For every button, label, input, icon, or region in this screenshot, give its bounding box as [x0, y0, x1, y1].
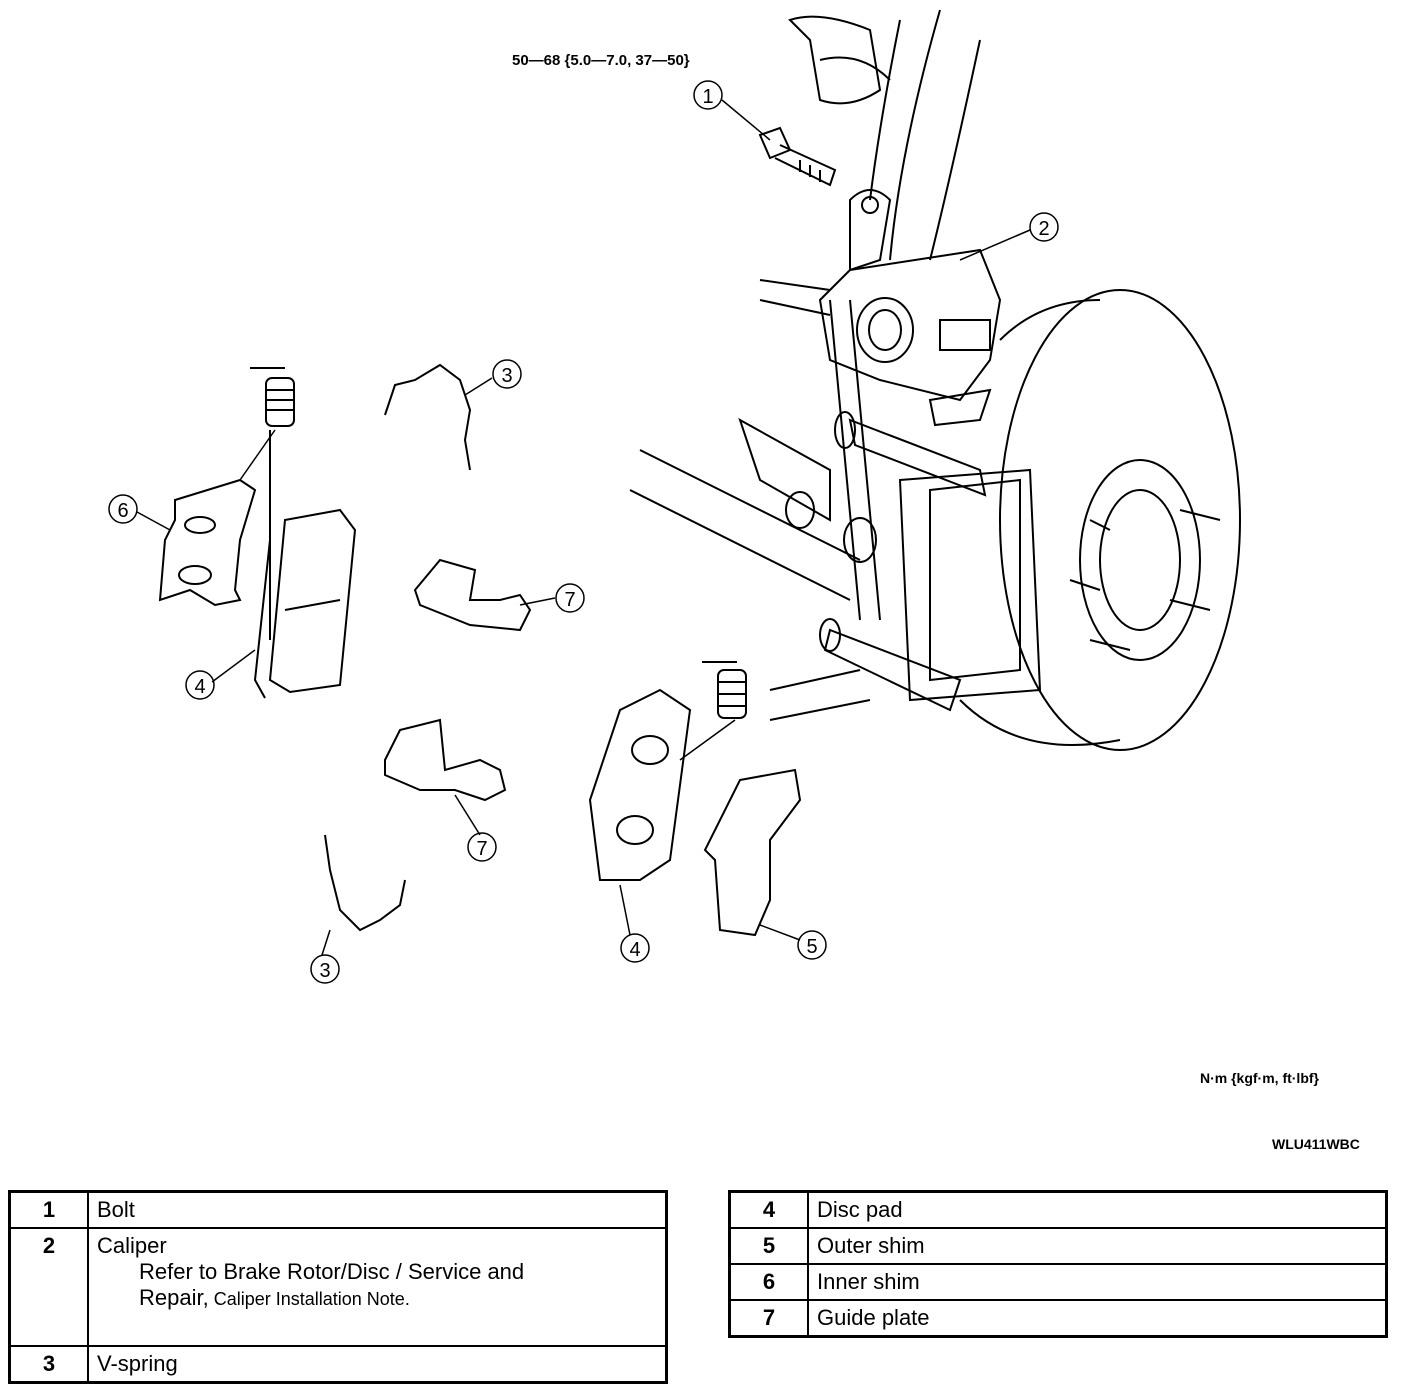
- torque-spec-label: 50—68 {5.0—7.0, 37—50}: [512, 52, 690, 69]
- legend-number: 5: [728, 1227, 809, 1265]
- legend-caliper-cell: Caliper Refer to Brake Rotor/Disc / Serv…: [87, 1227, 668, 1347]
- legend-row: 3 V-spring: [8, 1345, 668, 1384]
- leader-lines: [136, 99, 1031, 956]
- legend-number: 6: [728, 1263, 809, 1301]
- callout-2: 2: [1038, 218, 1049, 240]
- caliper-note-line2-main: Repair,: [139, 1285, 209, 1310]
- brake-assembly-diagram: 1 2 3 3 4 4 5 6 7 7: [108, 9, 1241, 984]
- legend-number: 1: [8, 1190, 89, 1229]
- legend-name: Caliper: [97, 1233, 167, 1258]
- guide-plate-bottom-drawing: [384, 718, 507, 802]
- inner-shim-drawing: [158, 478, 257, 607]
- legend-table-left: 1 Bolt 2 Caliper Refer to Brake Rotor/Di…: [8, 1190, 668, 1384]
- callout-3-bottom: 3: [319, 960, 330, 982]
- outer-shim-drawing: [703, 768, 802, 937]
- callout-1: 1: [702, 86, 713, 108]
- anti-squeal-spring-left: [250, 367, 295, 640]
- legend-table-right: 4 Disc pad 5 Outer shim 6 Inner shim 7 G…: [728, 1190, 1388, 1338]
- callout-6: 6: [117, 500, 128, 522]
- legend-row: 4 Disc pad: [728, 1190, 1388, 1229]
- bolt-drawing: [758, 126, 837, 187]
- disc-pad-right-drawing: [588, 688, 692, 881]
- legend-number: 3: [8, 1345, 89, 1384]
- callout-7-top: 7: [564, 589, 575, 611]
- brake-rotor-drawing: [959, 289, 1241, 751]
- callout-3-top: 3: [501, 365, 512, 387]
- legend-row: 7 Guide plate: [728, 1299, 1388, 1338]
- v-spring-bottom-drawing: [324, 834, 406, 932]
- guide-plate-top-drawing: [413, 558, 532, 632]
- callout-5: 5: [806, 936, 817, 958]
- legend-row: 5 Outer shim: [728, 1227, 1388, 1265]
- disc-pad-left-drawing: [253, 508, 357, 699]
- legend-row: 1 Bolt: [8, 1190, 668, 1229]
- caliper-note-line1: Refer to Brake Rotor/Disc / Service and: [139, 1259, 525, 1284]
- callout-7-bottom: 7: [476, 838, 487, 860]
- caliper-drawing: [818, 189, 1042, 712]
- legend-name: Guide plate: [807, 1299, 1388, 1338]
- callout-4-left: 4: [194, 676, 205, 698]
- legend-name: Outer shim: [807, 1227, 1388, 1265]
- legend-row: 2 Caliper Refer to Brake Rotor/Disc / Se…: [8, 1227, 668, 1347]
- legend-name: Disc pad: [807, 1190, 1388, 1229]
- legend-number: 7: [728, 1299, 809, 1338]
- legend-name: V-spring: [87, 1345, 668, 1384]
- callout-4-right: 4: [629, 939, 640, 961]
- legend-name: Bolt: [87, 1190, 668, 1229]
- legend-number: 2: [8, 1227, 89, 1347]
- anti-squeal-spring-right: [702, 661, 747, 719]
- v-spring-top-drawing: [384, 363, 472, 471]
- figure-code: WLU411WBC: [1272, 1136, 1360, 1152]
- legend-number: 4: [728, 1190, 809, 1229]
- caliper-note-line2-small: Caliper Installation Note.: [208, 1289, 410, 1309]
- caliper-note-line2: Repair, Caliper Installation Note.: [97, 1285, 657, 1311]
- legend-row: 6 Inner shim: [728, 1263, 1388, 1301]
- strut-knuckle-drawing: [629, 9, 981, 721]
- torque-units-label: N·m {kgf·m, ft·lbf}: [1200, 1070, 1319, 1086]
- legend-name: Inner shim: [807, 1263, 1388, 1301]
- callout-markers: 1 2 3 3 4 4 5 6 7 7: [108, 80, 1059, 984]
